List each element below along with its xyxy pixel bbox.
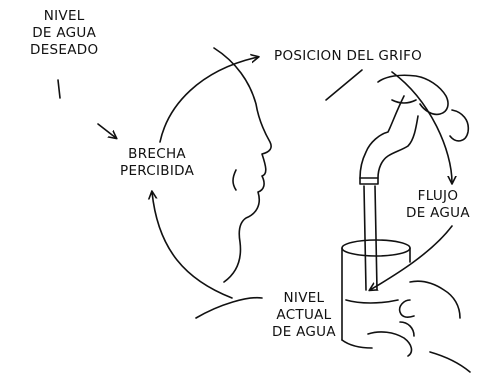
desired-level-line-3: DESEADO (30, 42, 99, 58)
faucet-nozzle (359, 177, 379, 185)
tap-to-flow-arrow (391, 71, 452, 183)
gap-to-tap-arrow (159, 57, 258, 143)
upper-hand (377, 74, 449, 116)
perceived-gap-line-2: PERCIBIDA (120, 163, 195, 179)
actual-level-line-1: NIVEL (283, 290, 325, 306)
lower-hand-palm (399, 321, 415, 337)
label-tap-position: POSICION DEL GRIFO (274, 48, 422, 65)
tap-handle (449, 109, 470, 142)
water-stream-right (374, 185, 378, 291)
label-desired-level: NIVEL DE AGUA DESEADO (30, 8, 98, 59)
perceived-gap-line-1: BRECHA (128, 146, 186, 162)
actual-level-line-3: DE AGUA (272, 324, 336, 340)
face-profile (213, 47, 272, 283)
actual-level-line-2: ACTUAL (276, 307, 332, 323)
water-stream-left (363, 185, 367, 291)
lower-hand-fingers (367, 331, 413, 357)
desired-to-gap-arrow (97, 123, 116, 138)
tap-position-line-1: POSICION DEL GRIFO (274, 48, 423, 64)
water-surface (345, 299, 399, 304)
water-flow-line-2: DE AGUA (406, 205, 470, 221)
wrist-line (429, 351, 471, 373)
cheek-mark (232, 169, 237, 191)
desired-level-line-2: DE AGUA (32, 25, 97, 41)
level-to-gap-arrow (152, 192, 233, 299)
desired-level-tick (57, 79, 61, 99)
desired-level-line-1: NIVEL (43, 8, 85, 24)
shoulder-line (195, 296, 263, 319)
water-flow-line-1: FLUJO (417, 188, 459, 204)
faucet-body (359, 95, 419, 179)
lower-hand-thumb (398, 299, 415, 318)
label-actual-level: NIVEL ACTUAL DE AGUA (272, 290, 336, 341)
flow-to-level-arrow (370, 225, 453, 290)
glass-bottom (341, 339, 373, 349)
label-water-flow: FLUJO DE AGUA (406, 188, 470, 222)
lower-hand (409, 280, 461, 319)
tap-motion-line (325, 69, 363, 101)
upper-hand-fingers (391, 99, 417, 104)
label-perceived-gap: BRECHA PERCIBIDA (120, 146, 194, 180)
